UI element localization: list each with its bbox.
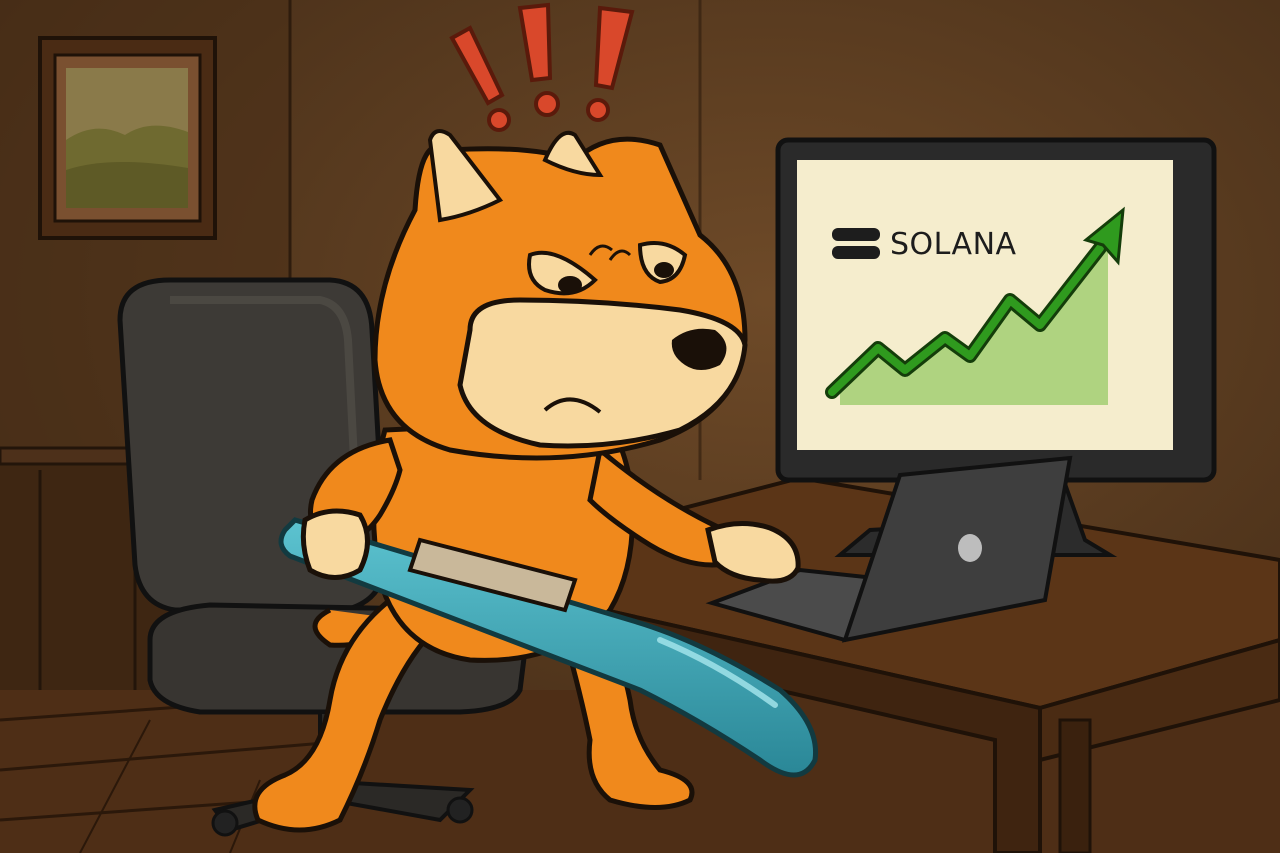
solana-logo-icon [832, 228, 880, 259]
brand-label: SOLANA [890, 227, 1017, 262]
monitor-screen [797, 160, 1173, 450]
laptop [705, 455, 1073, 643]
office-chair [117, 277, 528, 837]
exclamation-marks [449, 2, 635, 132]
exclamation-icon [586, 5, 635, 122]
price-chart [825, 206, 1125, 405]
arrow-up-icon [1082, 206, 1125, 266]
exclamation-icon [449, 25, 511, 132]
baseball-bat [278, 508, 819, 778]
framed-picture [38, 36, 217, 240]
exclamation-icon [517, 2, 560, 117]
laptop-logo-icon [958, 534, 982, 562]
